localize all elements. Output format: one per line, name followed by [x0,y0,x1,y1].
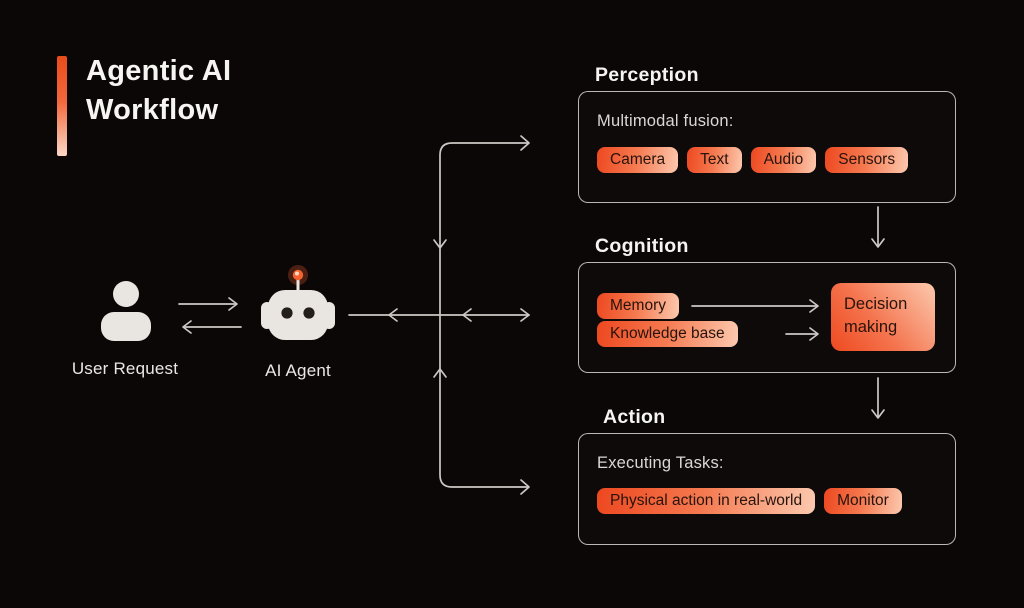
tag-camera: Camera [597,147,679,173]
arrow-agent-to-user [182,320,242,334]
tag-physical-action: Physical action in real-world [597,488,816,514]
action-box: Executing Tasks: Physical action in real… [578,433,956,545]
arrow-user-to-agent [178,297,238,311]
title-accent-bar [57,56,67,156]
tag-sensors: Sensors [825,147,909,173]
tag-memory: Memory [597,293,679,319]
perception-heading: Perception [595,64,699,86]
arrowhead-to-action [520,479,530,495]
perception-box: Multimodal fusion: Camera Text Audio Sen… [578,91,956,203]
action-subtitle: Executing Tasks: [597,454,724,472]
cognition-box: Memory Knowledge base Decision making [578,262,956,373]
tag-text: Text [687,147,742,173]
tag-knowledge-base: Knowledge base [597,321,738,347]
action-tag-row: Physical action in real-world Monitor [597,488,902,514]
user-icon [101,281,151,341]
decision-making-box: Decision making [831,283,935,351]
arrowhead-spine-up [433,368,447,378]
ai-agent-label: AI Agent [265,361,331,380]
arrowhead-spine-down [433,239,447,249]
perception-subtitle: Multimodal fusion: [597,112,734,130]
tag-audio: Audio [750,147,817,173]
arrow-agent-cognition [348,308,530,322]
perception-tag-row: Camera Text Audio Sensors [597,147,909,173]
page-title: Agentic AI Workflow [86,55,232,126]
tag-monitor: Monitor [824,488,902,514]
arrow-cognition-to-action [871,377,885,419]
connector-spine [433,135,530,495]
arrow-perception-to-cognition [871,206,885,248]
user-request-label: User Request [71,359,179,378]
arrowhead-to-perception [520,135,530,151]
action-heading: Action [603,406,666,428]
robot-icon [261,265,335,340]
cognition-heading: Cognition [595,235,689,257]
